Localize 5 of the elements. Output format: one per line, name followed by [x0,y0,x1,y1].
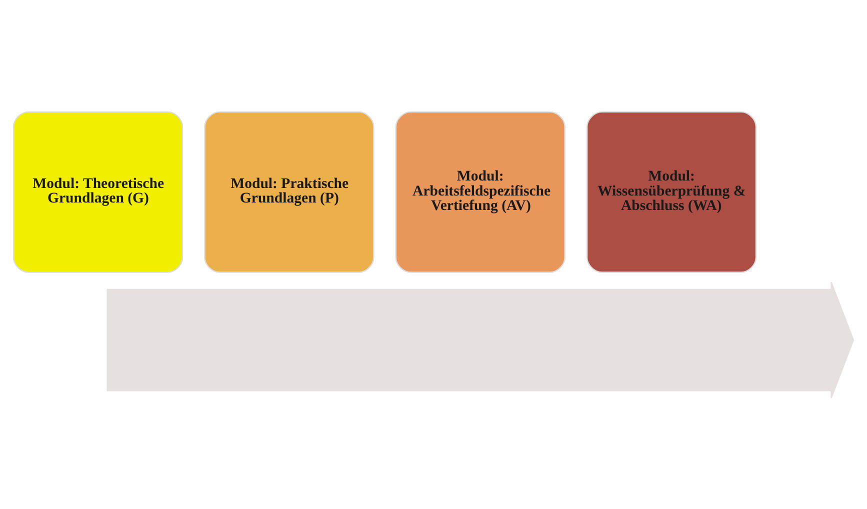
node-box: Modul: Arbeitsfeldspezifische Vertiefung (AV) [395,110,566,272]
node-arrow [106,281,854,398]
node-box: Modul: Praktische Grundlagen (P) [204,110,374,272]
node-box: Modul: Wissensüberprüfung & Abschluss (WA) [586,110,757,272]
node-box: Modul: Theoretische Grundlagen (G) [12,110,184,272]
